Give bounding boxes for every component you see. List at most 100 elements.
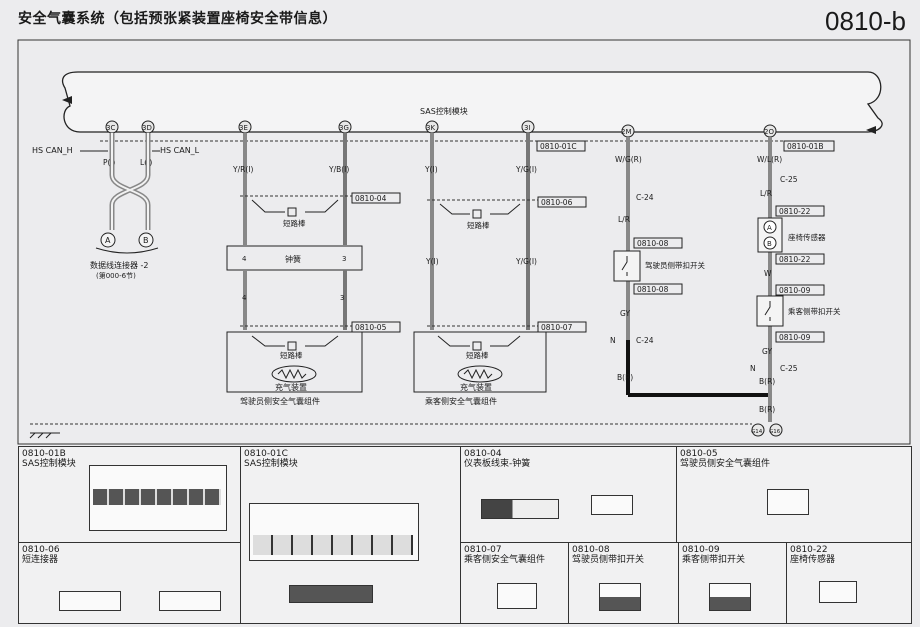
svg-text:短路棒: 短路棒 xyxy=(467,220,490,230)
driver-airbag-circuit: Y/R(I) Y/B(I) 0810-04 短路棒 4 3 钟簧 4 3 081… xyxy=(226,133,401,406)
wire-label: L/R xyxy=(618,215,630,224)
pin-label: 3E xyxy=(239,124,248,132)
svg-text:4: 4 xyxy=(242,294,247,302)
svg-text:B(R): B(R) xyxy=(759,377,775,386)
svg-text:GY: GY xyxy=(762,347,772,356)
driver-buckle-circuit: W/G(R) C-24 L/R 0810-08 驾驶员侧带扣开关 0810-08… xyxy=(610,137,770,397)
pin-label: 3K xyxy=(426,124,435,132)
wire-label: B(R) xyxy=(617,373,633,382)
page-code: 0810-b xyxy=(825,6,906,36)
ref-label: 0810-04 xyxy=(355,194,387,203)
driver-buckle-label: 驾驶员侧带扣开关 xyxy=(645,260,705,270)
pin-label: 3I xyxy=(524,124,531,132)
twisted-pair xyxy=(109,133,151,230)
passenger-buckle-label: 乘客侧带扣开关 xyxy=(788,306,841,316)
ref-label: 0810-08 xyxy=(637,285,669,294)
svg-text:4: 4 xyxy=(242,255,247,263)
conn-label: A xyxy=(105,236,111,245)
module-label: SAS控制模块 xyxy=(420,106,468,116)
seat-sensor-label: 座椅传感器 xyxy=(788,232,826,242)
ref-box xyxy=(783,140,835,152)
ground-label: G16 xyxy=(769,429,781,435)
ref-label: 0810-09 xyxy=(779,286,811,295)
passenger-airbag-label: 乘客侧安全气囊组件 xyxy=(425,396,497,406)
svg-text:A: A xyxy=(767,224,772,232)
svg-text:N: N xyxy=(750,364,756,373)
short-bar-label: 短路棒 xyxy=(283,218,306,228)
pin-label: 2O xyxy=(764,128,774,136)
svg-text:充气装置: 充气装置 xyxy=(460,382,492,392)
wire-label: P(I) xyxy=(103,158,116,167)
wire-label: Y/G(I) xyxy=(515,165,537,174)
connector-label: C-24 xyxy=(636,336,654,345)
pin-label: 3C xyxy=(106,124,115,132)
passenger-airbag-circuit: Y(I) Y/G(I) 0810-06 短路棒 Y(I) Y/G(I) 0810… xyxy=(413,133,587,406)
ref-label: 0810-07 xyxy=(541,323,573,332)
wire-label: Y(I) xyxy=(424,165,438,174)
wire-label: N xyxy=(610,336,616,345)
pin-label: 3D xyxy=(142,124,152,132)
ground-label: G14 xyxy=(751,429,763,435)
ref-label: 0810-05 xyxy=(355,323,387,332)
driver-airbag-label: 驾驶员侧安全气囊组件 xyxy=(240,396,320,406)
passenger-buckle-circuit: W/L(R) C-25 L/R 0810-22 A B 座椅传感器 0810-2… xyxy=(750,137,841,437)
svg-text:3: 3 xyxy=(342,255,346,263)
connector-label: C-25 xyxy=(780,175,798,184)
wire-label: Y/B(I) xyxy=(328,165,349,174)
wire-label: L/R xyxy=(760,189,772,198)
ground-icon xyxy=(29,432,60,439)
ref-label: 0810-22 xyxy=(779,255,811,264)
svg-text:Y(I): Y(I) xyxy=(425,257,439,266)
svg-text:Y/G(I): Y/G(I) xyxy=(515,257,537,266)
driver-airbag-box xyxy=(226,331,363,393)
page-title: 安全气囊系统（包括预张紧装置座椅安全带信息） xyxy=(18,11,337,27)
connector-label: C-24 xyxy=(636,193,654,202)
right-arrow-icon xyxy=(866,126,876,134)
conn-label: B xyxy=(143,236,149,245)
inflator-label: 充气装置 xyxy=(275,382,307,392)
wire-label: W/G(R) xyxy=(615,155,642,164)
can-l-label: HS CAN_L xyxy=(160,146,200,155)
passenger-buckle-switch xyxy=(756,295,784,327)
ref-label: 0810-01B xyxy=(787,142,823,151)
wire-label: Y/R(I) xyxy=(232,165,253,174)
svg-text:3: 3 xyxy=(340,294,344,302)
pin-label: 3G xyxy=(339,124,349,132)
wire-label: GY xyxy=(620,309,630,318)
data-conn-ref: (第000-6节) xyxy=(96,271,136,280)
ref-label: 0810-06 xyxy=(541,198,573,207)
wire-label: W/L(R) xyxy=(757,155,782,164)
ref-label: 0810-01C xyxy=(540,142,577,151)
clock-spring-box xyxy=(226,245,363,271)
diagram-frame xyxy=(17,39,911,445)
ref-label: 0810-08 xyxy=(637,239,669,248)
driver-buckle-switch xyxy=(613,250,641,282)
left-arrow-icon xyxy=(62,96,72,104)
sas-module-bar xyxy=(62,71,883,133)
wire-label: W xyxy=(764,269,772,278)
svg-text:C-25: C-25 xyxy=(780,364,798,373)
passenger-airbag-box xyxy=(413,331,547,393)
ref-box xyxy=(536,140,586,152)
clock-spring-label: 钟簧 xyxy=(285,254,301,264)
ref-label: 0810-09 xyxy=(779,333,811,342)
data-conn-label: 数据线连接器 -2 xyxy=(90,260,149,270)
svg-text:短路棒: 短路棒 xyxy=(466,350,489,360)
pin-label: 2M xyxy=(621,128,632,136)
svg-text:短路棒: 短路棒 xyxy=(280,350,303,360)
svg-text:B: B xyxy=(767,240,772,248)
ref-label: 0810-22 xyxy=(779,207,811,216)
can-h-label: HS CAN_H xyxy=(32,146,73,155)
svg-text:B(R): B(R) xyxy=(759,405,775,414)
